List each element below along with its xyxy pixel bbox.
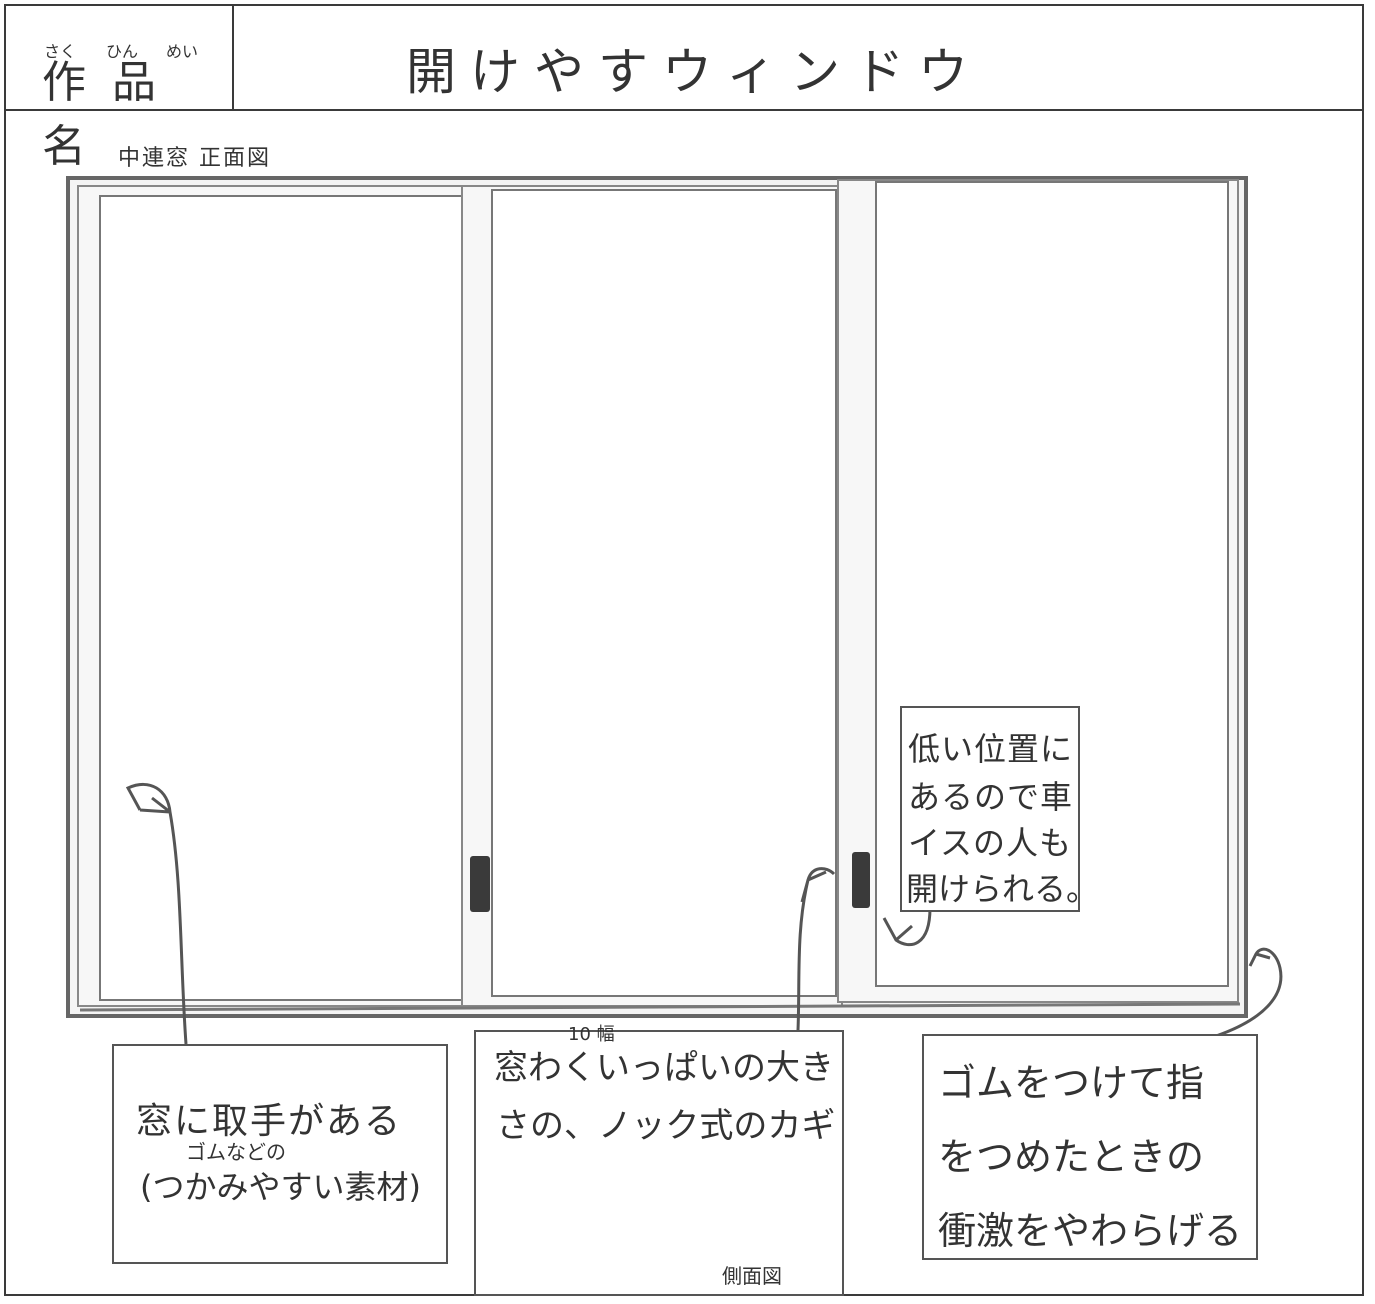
label-kanji: 作品名 [42, 57, 182, 172]
low-position-arrow-icon [882, 907, 932, 947]
handle-note-line2: (つかみやすい素材) [140, 1168, 421, 1206]
rubber-note [922, 1034, 1258, 1260]
low-position-note [900, 706, 1080, 912]
rubber-arrow-icon [1215, 947, 1283, 1038]
work-name-label: さく ひん めい 作品名 [6, 6, 234, 172]
low-position-line1: 低い位置に [908, 730, 1074, 768]
lock-note-line1: 窓わくいっぱいの大き [494, 1048, 834, 1088]
lock-width-mark: 10 幅 [568, 1024, 615, 1045]
handle-note-line1: 窓に取手がある [136, 1101, 403, 1142]
ruby-hin: ひん [106, 42, 139, 61]
ruby-mei: めい [166, 42, 199, 61]
lock-arrow-icon [796, 867, 836, 1031]
right-lock-icon [852, 852, 870, 908]
handle-note-small: ゴムなどの [186, 1140, 286, 1164]
side-view-label: 側面図 [722, 1264, 782, 1288]
rubber-note-line3: 衝激をやわらげる [938, 1209, 1243, 1253]
center-pane-glass [491, 189, 837, 997]
rubber-note-line2: をつめたときの [938, 1135, 1205, 1179]
rubber-note-line1: ゴムをつけて指 [938, 1061, 1205, 1105]
left-pane-glass [99, 195, 463, 1001]
lock-note-line2: さの、ノック式のカギ [496, 1106, 836, 1146]
handle-arrow-icon [125, 782, 188, 1045]
lock-note [474, 1030, 844, 1296]
center-lock-icon [470, 856, 490, 912]
header-row: さく ひん めい 作品名 開けやすウィンドウ [6, 6, 1362, 172]
low-position-line4: 開けられる。 [906, 870, 1099, 908]
page-title: 開けやすウィンドウ [406, 43, 982, 101]
drawing-caption: 中連窓 正面図 [118, 146, 271, 171]
worksheet-frame: さく ひん めい 作品名 開けやすウィンドウ [4, 4, 1364, 1296]
handle-note [112, 1044, 448, 1264]
low-position-line2: あるので車 [908, 778, 1074, 816]
low-position-line3: イスの人も [908, 824, 1073, 862]
ruby-saku: さく [44, 42, 77, 61]
sill-line [79, 1002, 1241, 1012]
